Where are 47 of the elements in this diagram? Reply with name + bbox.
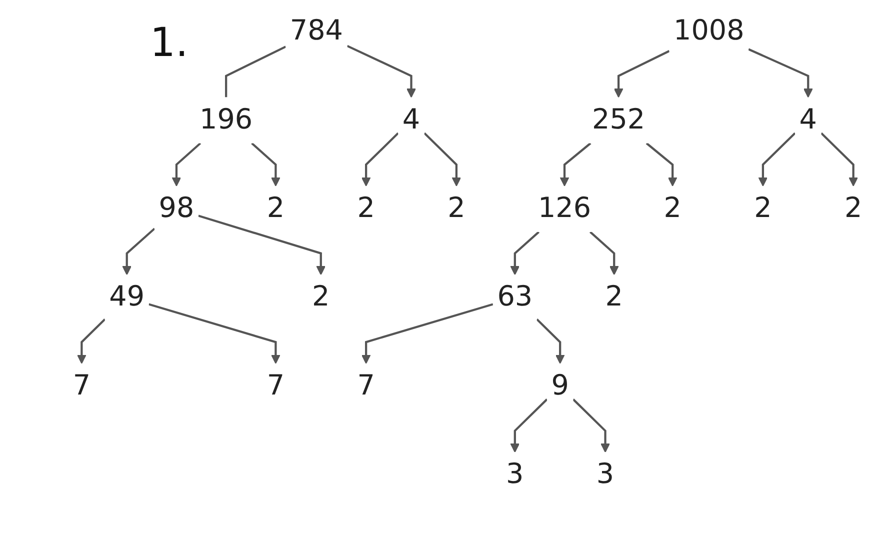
node-text: 1008 [674, 14, 744, 48]
arrow [172, 142, 202, 186]
arrow [510, 231, 540, 276]
arrow [346, 44, 416, 98]
connector [225, 46, 286, 98]
arrow [361, 132, 399, 186]
node-text: 2 [844, 192, 862, 224]
node-text: 196 [200, 104, 253, 136]
arrow [122, 228, 156, 276]
arrow [758, 132, 796, 186]
node-text: 2 [312, 281, 330, 314]
arrow [614, 50, 670, 98]
node-text: 98 [158, 192, 194, 224]
node-text: 126 [538, 192, 592, 224]
arrow [646, 142, 678, 186]
node-text: 49 [109, 281, 145, 314]
node-text: 3 [506, 458, 524, 491]
node-text: 2 [357, 192, 375, 224]
node-text: 2 [605, 281, 623, 314]
arrow [76, 318, 106, 364]
arrow [510, 398, 548, 453]
arrow [148, 303, 280, 364]
node-text: 2 [664, 192, 682, 224]
node-text: 4 [799, 104, 817, 136]
arrow [198, 214, 326, 276]
node-text: 252 [592, 104, 646, 136]
node-text: 3 [596, 458, 614, 491]
node-text: 2 [754, 192, 772, 224]
node-text: 63 [497, 281, 533, 314]
arrow [361, 303, 494, 364]
arrow [820, 132, 858, 186]
node-text: 9 [551, 370, 569, 402]
arrow [424, 132, 462, 186]
arrow [536, 318, 565, 364]
arrow [251, 142, 280, 186]
arrow [560, 142, 592, 186]
node-text: 4 [402, 104, 420, 136]
arrow [572, 398, 610, 453]
node-text: 7 [357, 370, 375, 402]
node-text: 7 [72, 370, 91, 402]
node-text: 2 [448, 192, 466, 224]
node-text: 784 [290, 14, 343, 48]
item-label: 1. [150, 20, 188, 66]
node-text: 7 [266, 370, 285, 402]
node-text: 2 [266, 192, 285, 224]
arrow [748, 48, 813, 98]
arrow [590, 231, 619, 276]
